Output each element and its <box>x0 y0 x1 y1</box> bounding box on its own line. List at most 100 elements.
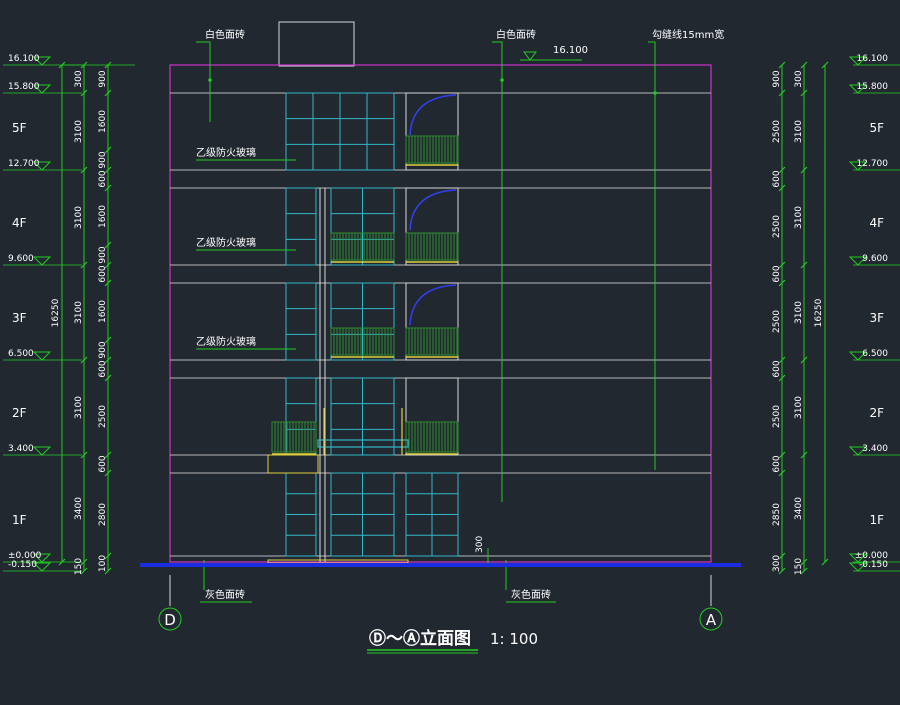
glass-label-5f: 乙级防火玻璃 <box>196 146 256 159</box>
left-level-marker-1 <box>32 84 52 94</box>
left-detail-tick-1 <box>104 89 112 97</box>
right-detail-tick-5 <box>778 279 786 287</box>
axis-bubble-left <box>158 607 182 631</box>
right-level-marker-1 <box>848 84 868 94</box>
balcony-2f-right <box>405 421 459 453</box>
right-detail-tick-7 <box>778 374 786 382</box>
left-detail-label: 600 <box>98 265 108 282</box>
left-level-elevation-6: ±0.000 <box>8 551 42 561</box>
left-detail-label: 600 <box>98 170 108 187</box>
left-storey-label: 3400 <box>74 497 84 520</box>
entrance-beam <box>317 439 409 448</box>
right-storey-tick-5 <box>800 451 808 459</box>
material-top-right: 白色面砖 <box>496 28 536 41</box>
right-level-marker-5 <box>848 446 868 456</box>
left-storey-tick-6 <box>80 558 88 566</box>
ground-line <box>140 563 741 567</box>
right-level-marker-2 <box>848 161 868 171</box>
right-storey-label: 3100 <box>794 120 804 143</box>
balcony-4f-left <box>330 232 395 261</box>
left-storey-label: 3100 <box>74 301 84 324</box>
leader-dot <box>208 78 212 82</box>
canopy-left <box>267 454 319 474</box>
leader-joint <box>648 41 656 470</box>
left-detail-tick-10 <box>104 374 112 382</box>
left-level-elevation-0: 16.100 <box>8 54 40 64</box>
material-top-left: 白色面砖 <box>205 28 245 41</box>
left-level-marker-2 <box>32 161 52 171</box>
right-total-tick <box>821 61 829 69</box>
right-level-elevation-0: 16.100 <box>857 54 889 64</box>
window-3f-a <box>285 282 317 361</box>
right-detail-label: 2500 <box>772 310 782 333</box>
left-storey-tick-3 <box>80 261 88 269</box>
left-detail-label: 600 <box>98 455 108 472</box>
right-storey-tick-4 <box>800 356 808 364</box>
left-total-tick <box>58 558 66 566</box>
left-detail-tick-9 <box>104 356 112 364</box>
left-detail-label: 1600 <box>98 300 108 323</box>
right-dimension-chain: 16.10015.80012.7005F9.6004F6.5003F3.4002… <box>772 54 900 575</box>
drawing-scale: 1: 100 <box>490 630 538 648</box>
left-level-elevation-3: 9.600 <box>8 254 34 264</box>
left-detail-label: 2500 <box>98 405 108 428</box>
door-arc-5f <box>409 94 457 136</box>
left-detail-tick-8 <box>104 336 112 344</box>
left-detail-label: 900 <box>98 70 108 87</box>
left-detail-tick-4 <box>104 184 112 192</box>
drawing-title: Ⓓ～Ⓐ立面图 <box>369 628 471 649</box>
left-detail-tick-7 <box>104 279 112 287</box>
right-level-floor-5: 2F <box>869 406 884 420</box>
window-frame-right-3f <box>405 282 459 361</box>
right-level-floor-6: 1F <box>869 513 884 527</box>
left-storey-label: 3100 <box>74 120 84 143</box>
window-4f-a <box>285 187 317 266</box>
right-storey-label: 150 <box>794 558 804 575</box>
left-level-elevation-2: 12.700 <box>8 159 40 169</box>
right-level-floor-4: 3F <box>869 311 884 325</box>
window-frame-right-5f <box>405 92 459 171</box>
right-storey-label: 3100 <box>794 206 804 229</box>
right-detail-tick-6 <box>778 356 786 364</box>
right-detail-label: 2500 <box>772 405 782 428</box>
right-level-marker-0 <box>848 56 868 66</box>
right-storey-tick-0 <box>800 61 808 69</box>
left-level-marker-7 <box>32 562 52 572</box>
right-level-floor-3: 4F <box>869 216 884 230</box>
material-leaders <box>196 41 657 603</box>
left-level-floor-5: 2F <box>12 406 27 420</box>
left-storey-label: 3100 <box>74 206 84 229</box>
right-storey-tick-2 <box>800 166 808 174</box>
right-detail-label: 300 <box>772 555 782 572</box>
left-level-elevation-7: -0.150 <box>8 560 37 570</box>
right-detail-tick-11 <box>778 567 786 575</box>
balcony-4f-right <box>405 232 459 261</box>
left-dimension-chain: 16.10015.80012.7005F9.6004F6.5003F3.4002… <box>3 54 135 575</box>
right-storey-label: 3100 <box>794 301 804 324</box>
right-detail-tick-0 <box>778 61 786 69</box>
left-detail-label: 900 <box>98 151 108 168</box>
leader-dot <box>653 91 657 95</box>
left-detail-tick-6 <box>104 261 112 269</box>
left-level-marker-5 <box>32 446 52 456</box>
left-detail-tick-11 <box>104 451 112 459</box>
right-storey-label: 3100 <box>794 396 804 419</box>
left-level-floor-6: 1F <box>12 513 27 527</box>
right-level-elevation-7: -0.150 <box>859 560 888 570</box>
door-arc-3f <box>409 284 457 326</box>
left-level-marker-6 <box>32 553 52 563</box>
material-joint: 勾缝线15mm宽 <box>652 28 724 41</box>
left-storey-label: 300 <box>74 70 84 87</box>
right-storey-tick-7 <box>800 567 808 575</box>
balcony-5f-right <box>405 135 459 164</box>
left-detail-label: 2800 <box>98 503 108 526</box>
left-detail-tick-5 <box>104 241 112 249</box>
left-detail-tick-14 <box>104 567 112 575</box>
left-level-elevation-4: 6.500 <box>8 349 34 359</box>
right-detail-tick-4 <box>778 261 786 269</box>
right-detail-tick-3 <box>778 184 786 192</box>
left-level-floor-3: 4F <box>12 216 27 230</box>
left-detail-tick-3 <box>104 166 112 174</box>
right-level-elevation-2: 12.700 <box>857 159 889 169</box>
